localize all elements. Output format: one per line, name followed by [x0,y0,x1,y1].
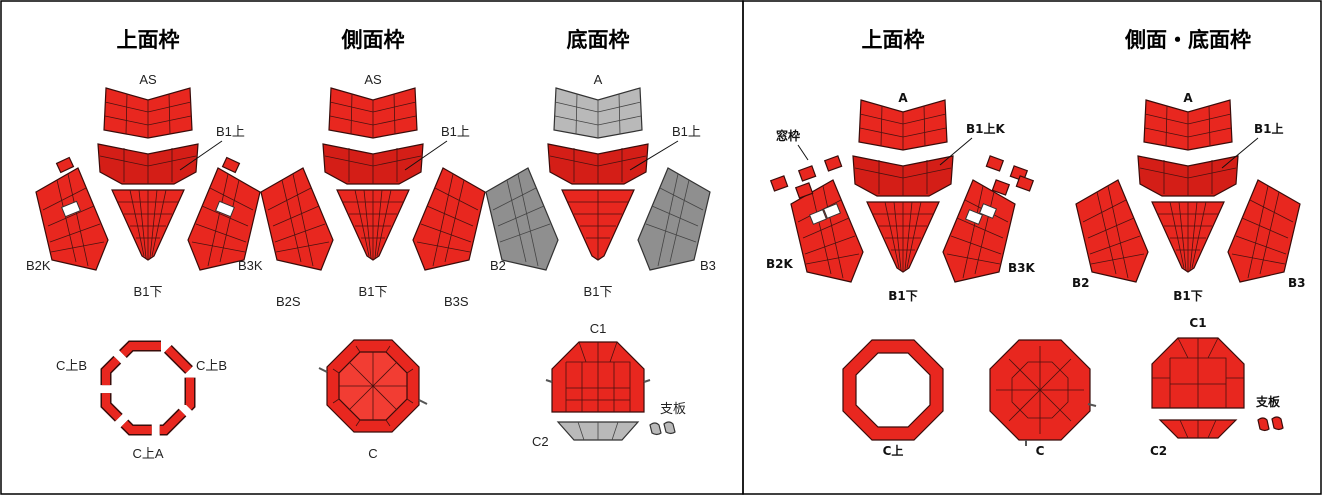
leader-right-col2 [1221,137,1259,169]
ring-label-left-col3-top: C1 [590,321,607,336]
label-left-col3-right: B3 [700,258,716,273]
label-left-col3-top: A [594,72,603,87]
ring-right-2 [989,339,1097,446]
label-left-col2-right: B3S [444,294,469,309]
title-left-col2: 側面枠 [341,28,405,52]
label-left-col2-bottom: B1下 [359,284,388,299]
label-right-col2-bottom: B1下 [1173,289,1203,303]
label-left-col1-top: AS [139,72,157,87]
ring-right-3 [1151,337,1245,439]
ring-label-right-3-bottom: C2 [1150,444,1167,458]
ring-right-1 [842,339,944,441]
label-right-col2-upper: B1上 [1254,121,1284,136]
title-right-col1: 上面枠 [862,28,925,52]
label-left-col1-left: B2K [26,258,51,273]
label-left-col3-bottom: B1下 [584,284,613,299]
label-left-col2-left: B2S [276,294,301,309]
ring-label-right-1: C上 [883,443,904,458]
label-left-col3-upper: B1上 [672,124,701,139]
label-right-col2-right: B3 [1288,276,1306,290]
label-left-col2-top: AS [364,72,382,87]
leader-right-col1 [939,137,973,166]
label-right-col1-bottom: B1下 [888,289,918,303]
assembly-left-col3 [485,87,711,271]
right-panel-border [742,0,1322,495]
support-plates-right [1257,416,1284,432]
title-left-col1: 上面枠 [117,28,180,52]
assembly-left-col2 [260,87,486,271]
ring-label-right-3-top: C1 [1189,316,1206,330]
assembly-right-col1 [790,99,1016,283]
label-right-col2-top: A [1183,91,1193,105]
leader-left-col1 [179,140,223,171]
ring-label-left-col3-bottom: C2 [532,434,549,449]
label-left-col1-bottom: B1下 [134,284,163,299]
window-frames-right [769,155,1035,199]
label-right-col1-upper: B1上K [966,121,1005,136]
ring-label-left-col2-bottom: C [368,446,377,461]
label-left-col2-upper: B1上 [441,124,470,139]
label-right-col1-top: A [898,91,908,105]
leader-left-col3 [629,140,679,171]
ring-label-left-col3-side: 支板 [660,401,686,416]
assembly-left-col1 [35,87,261,271]
ring-left-col1 [100,340,196,436]
ring-label-right-2: C [1036,444,1045,458]
label-right-col1-left: B2K [766,257,793,271]
ring-left-col2 [318,339,428,433]
title-right-col2: 側面・底面枠 [1124,28,1251,52]
label-right-col1-right: B3K [1008,261,1035,275]
title-left-col3: 底面枠 [567,28,630,52]
label-right-col1-window: 窓枠 [776,128,800,143]
support-plates-left [649,421,676,436]
ring-label-left-col1-right: C上B [196,358,227,373]
ring-left-col3 [545,341,651,441]
leader-left-col2 [404,140,448,171]
label-left-col1-right: B3K [238,258,263,273]
leader-right-window [797,144,809,161]
ring-label-left-col1-bottom: C上A [132,446,163,461]
label-right-col2-left: B2 [1072,276,1090,290]
ring-label-right-3-side: 支板 [1255,394,1281,409]
label-left-col3-left: B2 [490,258,506,273]
label-left-col1-upper: B1上 [216,124,245,139]
ring-label-left-col1-left: C上B [56,358,87,373]
